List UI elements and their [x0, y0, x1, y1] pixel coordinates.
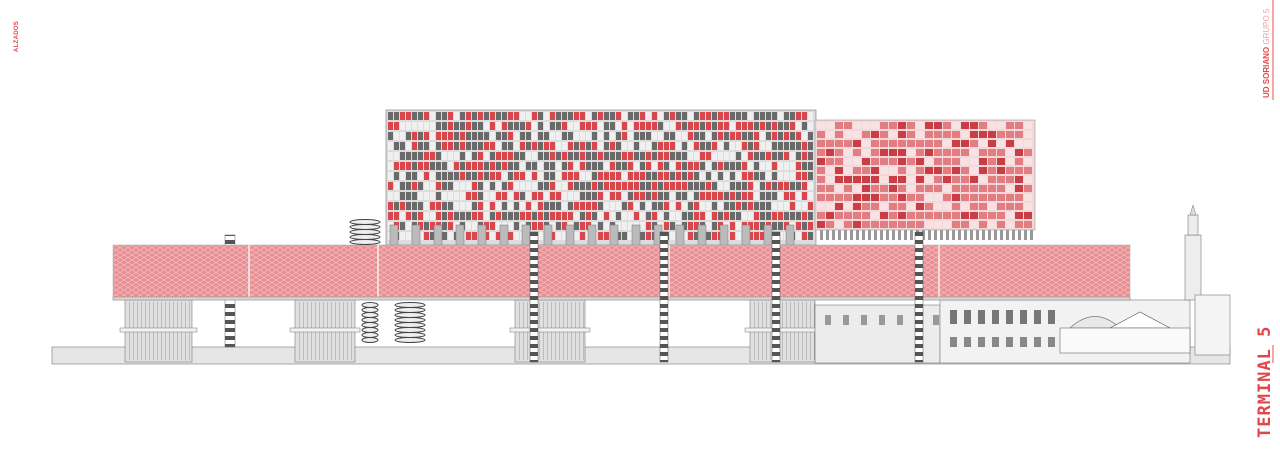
striped-column [529, 231, 539, 363]
spiral-stair [361, 302, 379, 308]
spiral-stairs [349, 219, 426, 343]
spiral-stair [349, 239, 381, 245]
spiral-stair [361, 332, 379, 338]
spiral-stair [394, 317, 426, 323]
upper-block-red-facade [814, 119, 1036, 240]
margin-rule-bottom [1272, 345, 1274, 363]
historic-buildings [814, 204, 1231, 364]
spiral-stair [394, 337, 426, 343]
spiral-stair [361, 337, 379, 343]
spiral-stair [349, 224, 381, 230]
spiral-stair [394, 307, 426, 313]
red-mesh-band [112, 244, 1131, 301]
spiral-stair [394, 322, 426, 328]
margin-rule-top [1272, 0, 1274, 100]
spiral-stair [349, 219, 381, 225]
spiral-stair [361, 322, 379, 328]
striped-column [659, 231, 669, 363]
striped-columns [529, 231, 924, 363]
spiral-stair [361, 312, 379, 318]
spiral-stair [394, 327, 426, 333]
spiral-stair [394, 332, 426, 338]
striped-column [914, 231, 924, 363]
striped-column [771, 231, 781, 363]
spiral-stair [361, 327, 379, 333]
spiral-stair [361, 307, 379, 313]
spiral-stair [349, 229, 381, 235]
upper-housing-block [385, 109, 817, 246]
spiral-stair [394, 312, 426, 318]
spiral-stair [349, 234, 381, 240]
spiral-stair [361, 317, 379, 323]
spiral-stair [394, 302, 426, 308]
